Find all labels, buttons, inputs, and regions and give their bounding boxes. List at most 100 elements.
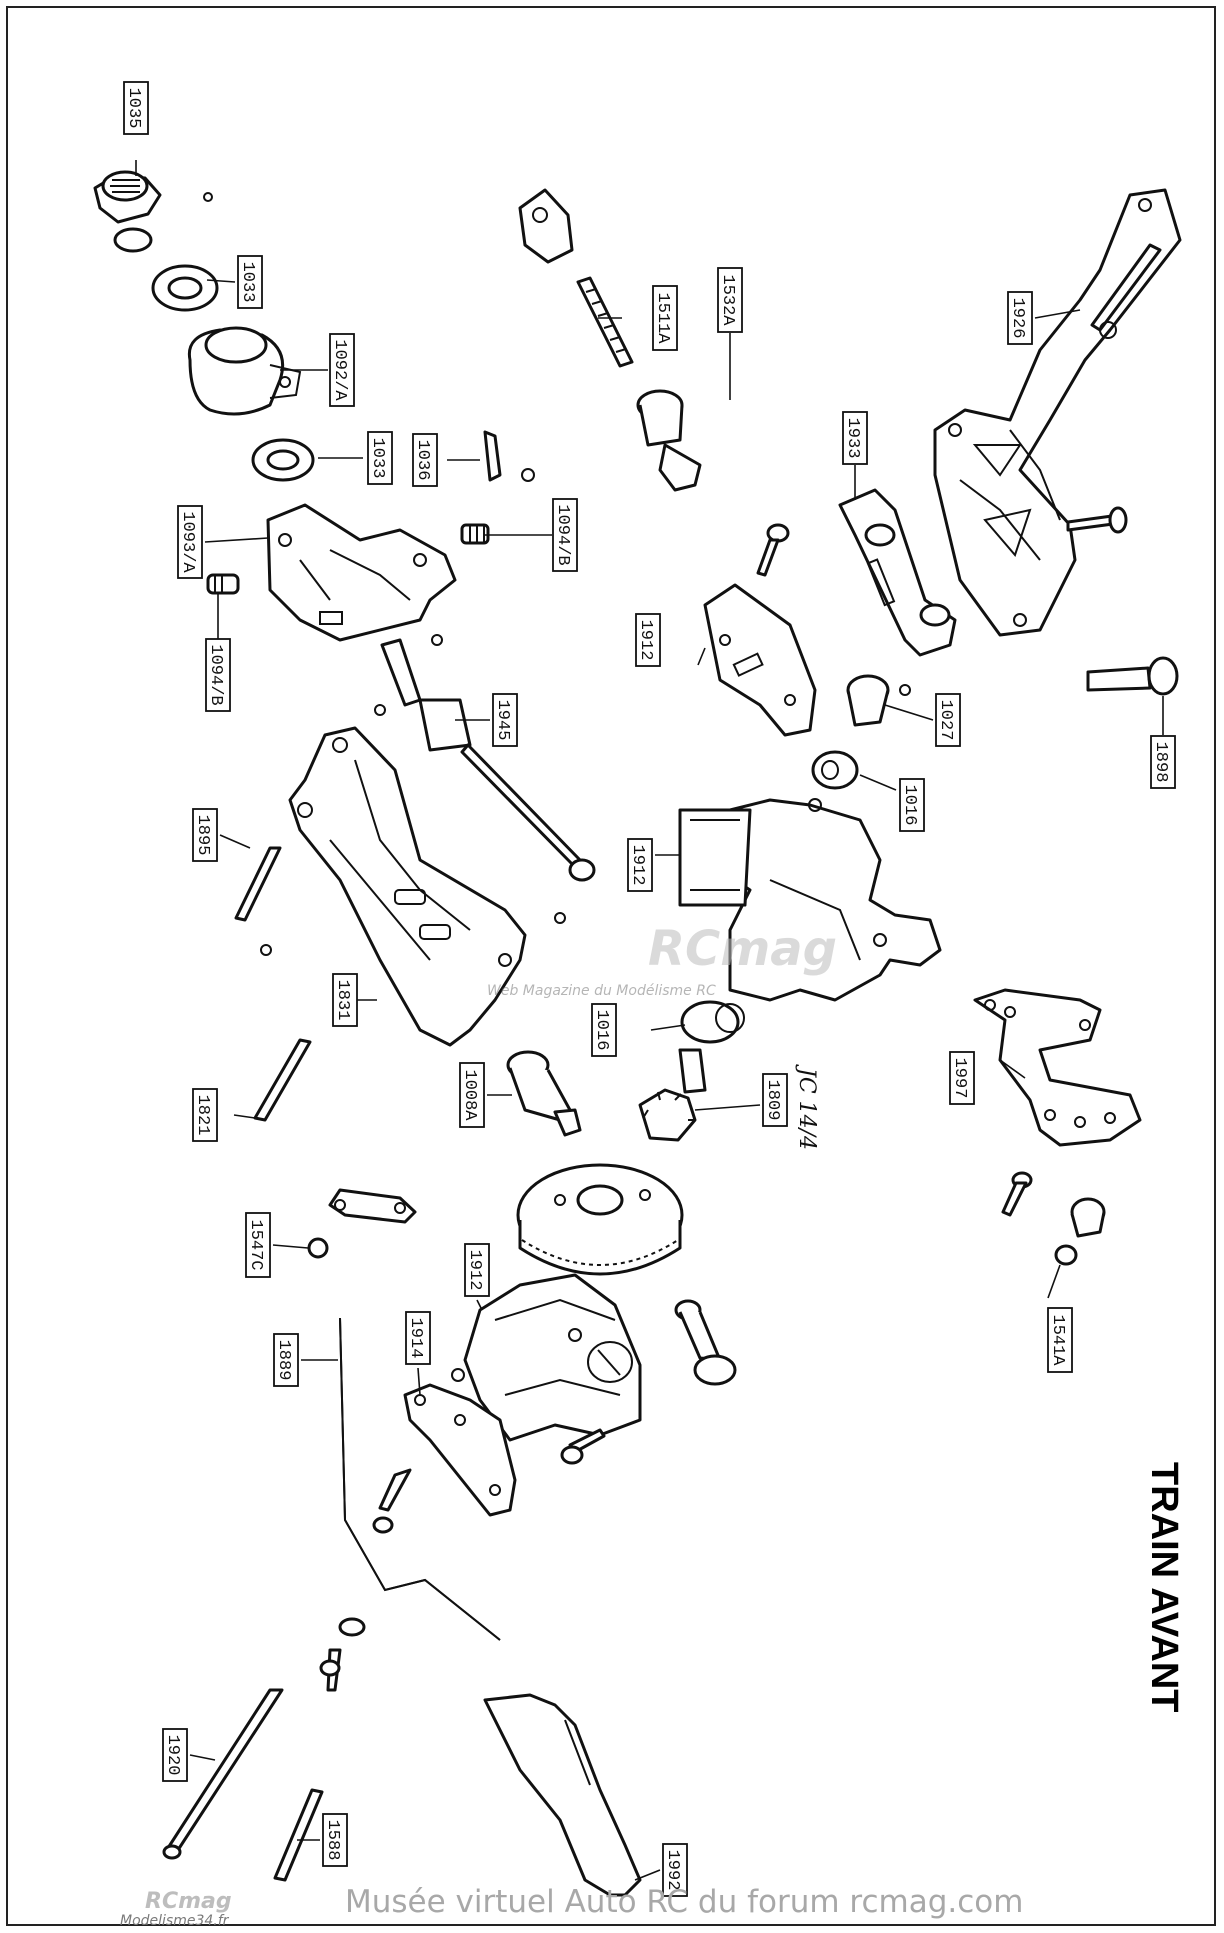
svg-text:1016: 1016	[900, 785, 919, 826]
label-1992: 1992	[662, 1843, 688, 1897]
label-1036: 1036	[412, 433, 438, 487]
page-title: TRAIN AVANT	[1143, 1462, 1185, 1713]
svg-text:1926: 1926	[1008, 298, 1027, 339]
svg-text:1920: 1920	[163, 1735, 182, 1776]
label-1898: 1898	[1150, 735, 1176, 789]
pinion-gear-1809	[638, 1048, 707, 1142]
label-1926: 1926	[1007, 291, 1033, 345]
svg-text:1895: 1895	[193, 815, 212, 856]
svg-text:1831: 1831	[333, 980, 352, 1021]
label-1532a: 1532A	[717, 267, 743, 333]
ball-1541a	[1054, 1197, 1106, 1266]
svg-text:1016: 1016	[592, 1010, 611, 1051]
servo-horn-1547c	[307, 1188, 417, 1259]
e-clip-part	[521, 468, 535, 482]
gear-housing-1912	[678, 798, 942, 1002]
svg-text:1821: 1821	[193, 1095, 212, 1136]
label-1933: 1933	[842, 411, 868, 465]
servo-saver-1027	[846, 674, 911, 727]
axle-pin-part	[674, 1299, 737, 1386]
label-1027: 1027	[935, 693, 961, 747]
screw-part-low	[319, 1648, 342, 1692]
label-1588: 1588	[322, 1813, 348, 1867]
steering-link-1933	[838, 488, 957, 657]
label-1035: 1035	[123, 81, 149, 135]
svg-text:RCmag: RCmag	[145, 1889, 232, 1914]
outdrive-1008a	[506, 1050, 582, 1137]
label-1914: 1914	[405, 1311, 431, 1365]
label-1093a: 1093/A	[177, 505, 203, 579]
svg-text:Modelisme34.fr: Modelisme34.fr	[120, 1913, 230, 1929]
hinge-pin-1920	[162, 1688, 284, 1860]
label-1821: 1821	[192, 1088, 218, 1142]
clip-part-arm	[260, 944, 272, 956]
differential-gear	[516, 1163, 684, 1276]
upper-brace-plate	[933, 188, 1182, 637]
hinge-pin-1588	[273, 1788, 324, 1882]
label-1895: 1895	[192, 808, 218, 862]
label-1016-upper: 1016	[899, 778, 925, 832]
label-1912-bottom: 1912	[464, 1243, 490, 1297]
bearing-1016-lower	[680, 1000, 745, 1044]
steering-knuckle-part	[187, 326, 302, 416]
screw-part-mid	[756, 523, 790, 577]
label-1920: 1920	[162, 1728, 188, 1782]
svg-text:1912: 1912	[465, 1250, 484, 1291]
dogbone-1945	[374, 634, 596, 882]
svg-text:1036: 1036	[413, 440, 432, 481]
anti-roll-bar-1889	[339, 1317, 501, 1641]
label-1033-lower: 1033	[367, 431, 393, 485]
svg-text:1898: 1898	[1151, 742, 1170, 783]
label-1912-mid: 1912	[627, 838, 653, 892]
ball-stud-part	[636, 389, 702, 492]
bearing-1016-upper	[811, 750, 859, 790]
label-1997: 1997	[949, 1051, 975, 1105]
bearing-part-upper	[151, 264, 219, 312]
screw-part-shock	[1001, 1171, 1033, 1217]
svg-text:1093/A: 1093/A	[178, 511, 197, 573]
washer-part	[113, 227, 153, 253]
center-watermark: RCmag Web Magazine du Modélisme RC	[487, 921, 837, 999]
bolt-1094b-top	[460, 523, 490, 545]
pin-1898	[1086, 656, 1179, 696]
steering-block-part	[266, 503, 457, 642]
svg-text:1094/B: 1094/B	[206, 644, 225, 705]
svg-text:1809: 1809	[763, 1080, 782, 1121]
lower-a-arm-1831	[288, 726, 527, 1047]
shock-tower-1997	[973, 988, 1142, 1147]
bolt-1094b-left	[206, 573, 240, 595]
svg-text:1992: 1992	[663, 1850, 682, 1891]
footer-watermark: RCmag Modelisme34.fr Musée virtuel Auto …	[120, 1884, 1023, 1929]
label-1094b-top: 1094/B	[552, 498, 578, 572]
label-1945: 1945	[492, 693, 518, 747]
label-1008a: 1008A	[459, 1062, 485, 1128]
label-1511a: 1511A	[652, 285, 678, 351]
label-1541a: 1541A	[1047, 1307, 1073, 1373]
grub-screw-part	[554, 912, 566, 924]
svg-text:1035: 1035	[124, 88, 143, 129]
screw-part-gearbox	[560, 1428, 606, 1465]
svg-text:1997: 1997	[950, 1058, 969, 1099]
svg-text:RCmag: RCmag	[648, 921, 837, 977]
label-1547c: 1547C	[245, 1212, 271, 1278]
svg-text:1008A: 1008A	[460, 1069, 479, 1121]
label-1016-lower: 1016	[591, 1003, 617, 1057]
threaded-rod-part	[576, 276, 634, 368]
plate-1912-top	[703, 583, 817, 737]
svg-text:1945: 1945	[493, 700, 512, 741]
svg-text:1541A: 1541A	[1048, 1314, 1067, 1366]
hub-nut-part	[93, 170, 162, 224]
pin-1036-part	[483, 430, 502, 482]
svg-text:1092/A: 1092/A	[330, 339, 349, 401]
svg-text:1094/B: 1094/B	[553, 504, 572, 565]
label-1912-top: 1912	[635, 613, 661, 667]
svg-text:1532A: 1532A	[718, 274, 737, 326]
svg-text:Musée virtuel Auto RC du forum: Musée virtuel Auto RC du forum rcmag.com	[345, 1884, 1023, 1920]
label-1092a: 1092/A	[329, 333, 355, 407]
label-1809: 1809	[762, 1073, 788, 1127]
screw-part-bar	[372, 1468, 412, 1534]
rod-end-part	[518, 188, 574, 264]
svg-text:1912: 1912	[628, 845, 647, 886]
svg-text:1588: 1588	[323, 1820, 342, 1861]
